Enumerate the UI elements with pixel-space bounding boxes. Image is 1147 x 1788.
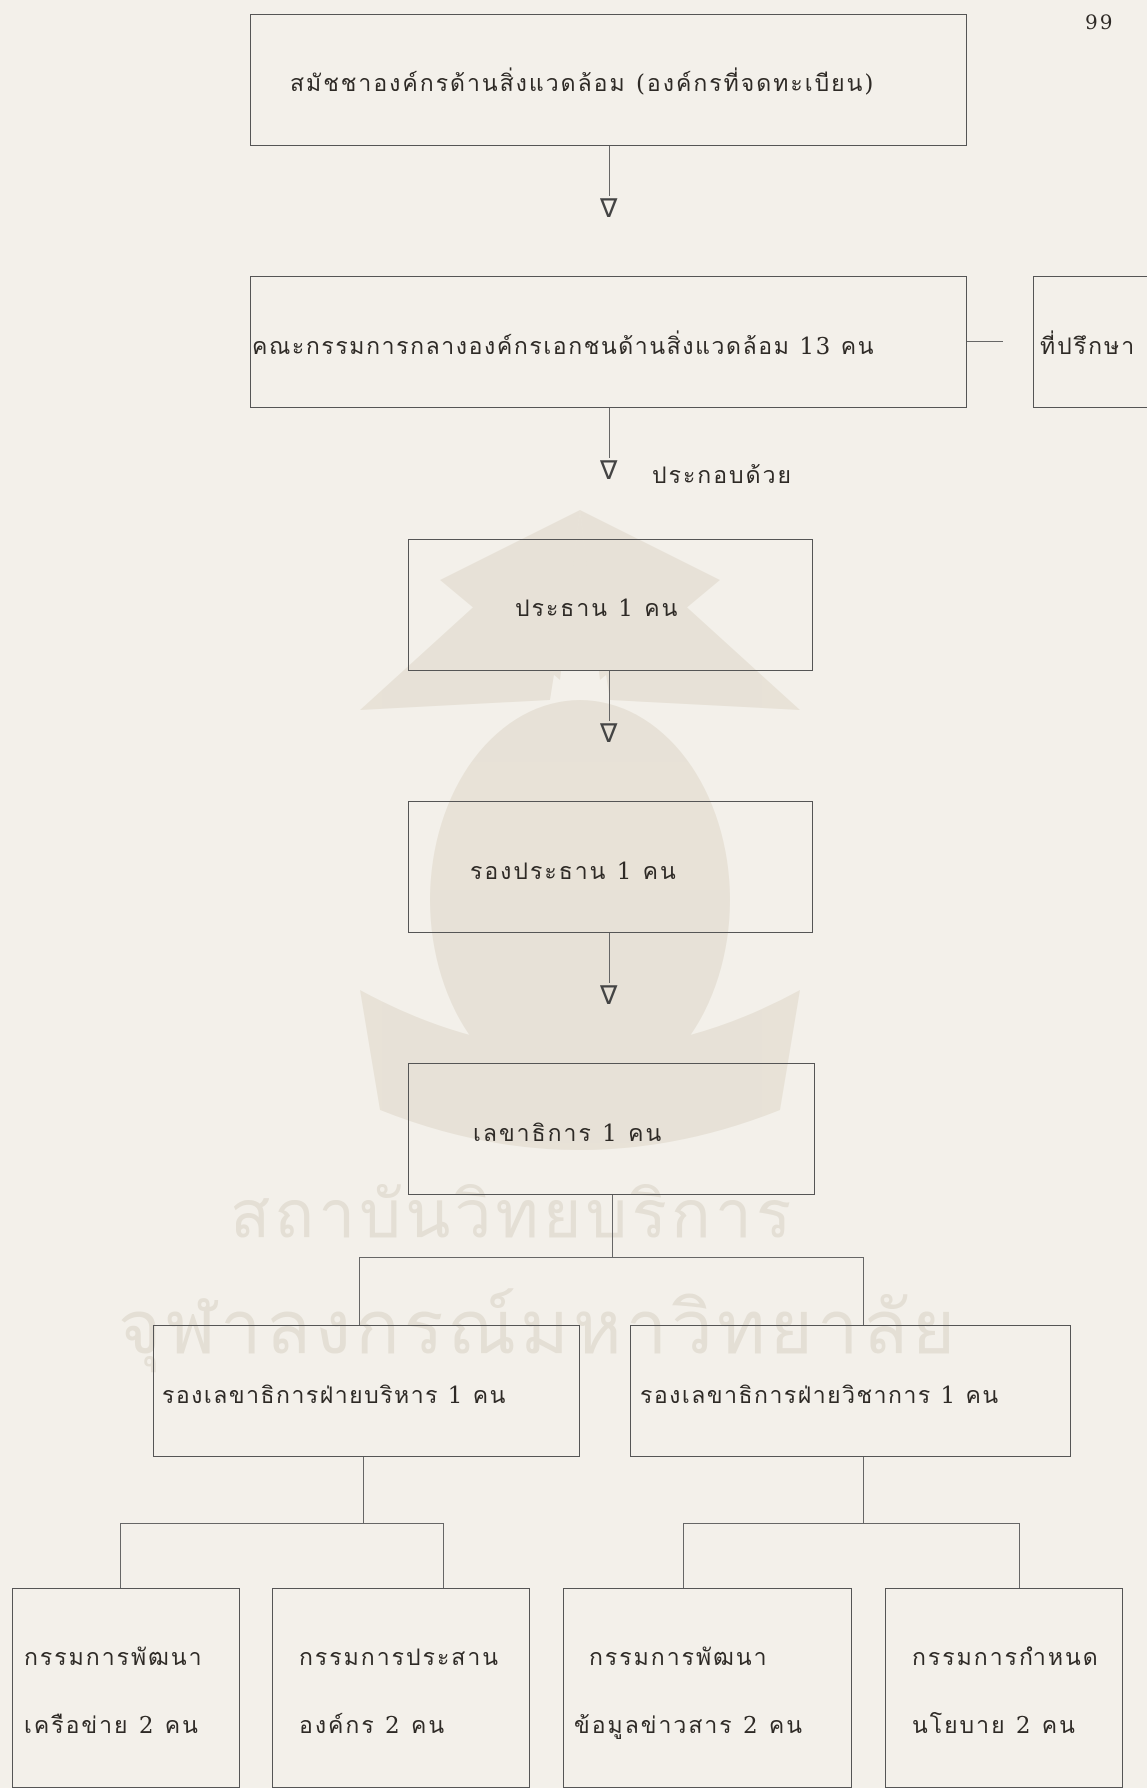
connector <box>683 1523 1019 1525</box>
connector <box>120 1523 122 1588</box>
committee-label-line1: กรรมการประสาน <box>299 1645 500 1671</box>
committee-label-line2: นโยบาย 2 คน <box>912 1713 1077 1739</box>
committee-label-line1: กรรมการกำหนด <box>912 1645 1100 1671</box>
connector <box>609 408 611 458</box>
down-arrow-icon: ∇ <box>600 456 618 486</box>
connector <box>609 146 611 196</box>
connector <box>863 1457 865 1523</box>
committee-box <box>885 1588 1123 1788</box>
university-emblem-watermark <box>360 510 800 1150</box>
deputy-academic-label: รองเลขาธิการฝ่ายวิชาการ 1 คน <box>640 1383 1000 1409</box>
central-committee-box <box>250 276 967 408</box>
vice-chairman-box <box>408 801 813 933</box>
chairman-box <box>408 539 813 671</box>
watermark-text-2: จุฬาลงกรณ์มหาวิทยาลัย <box>118 1285 960 1371</box>
chairman-label: ประธาน 1 คน <box>515 596 680 622</box>
assembly-box <box>250 14 967 146</box>
connector <box>863 1257 865 1325</box>
committee-label-line1: กรรมการพัฒนา <box>589 1645 769 1671</box>
page-number: 99 <box>1085 10 1115 34</box>
down-arrow-icon: ∇ <box>600 981 618 1011</box>
down-arrow-icon: ∇ <box>600 194 618 224</box>
deputy-admin-box <box>153 1325 580 1457</box>
advisor-connector <box>967 341 1003 343</box>
advisor-box <box>1033 276 1147 408</box>
down-arrow-icon: ∇ <box>600 719 618 749</box>
watermark-text-1: สถาบันวิทยบริการ <box>230 1176 796 1253</box>
assembly-label: สมัชชาองค์กรด้านสิ่งแวดล้อม (องค์กรที่จด… <box>290 71 876 97</box>
committee-label-line2: ข้อมูลข่าวสาร 2 คน <box>574 1713 805 1739</box>
committee-box <box>563 1588 852 1788</box>
committee-label-line1: กรรมการพัฒนา <box>24 1645 204 1671</box>
connector <box>120 1523 443 1525</box>
connector <box>612 1195 614 1257</box>
secretary-general-box <box>408 1063 815 1195</box>
committee-box <box>272 1588 530 1788</box>
committee-label-line2: เครือข่าย 2 คน <box>24 1713 200 1739</box>
deputy-admin-label: รองเลขาธิการฝ่ายบริหาร 1 คน <box>162 1383 507 1409</box>
connector <box>359 1257 864 1259</box>
central-committee-label: คณะกรรมการกลางองค์กรเอกชนด้านสิ่งแวดล้อม… <box>252 334 876 360</box>
deputy-academic-box <box>630 1325 1071 1457</box>
vice-chairman-label: รองประธาน 1 คน <box>470 859 678 885</box>
consists-of-label: ประกอบด้วย <box>652 463 793 489</box>
connector <box>609 933 611 983</box>
connector <box>443 1523 445 1588</box>
committee-box <box>12 1588 240 1788</box>
connector <box>359 1257 361 1325</box>
advisor-label: ที่ปรึกษา <box>1040 334 1137 360</box>
connector <box>363 1457 365 1523</box>
connector <box>683 1523 685 1588</box>
secretary-general-label: เลขาธิการ 1 คน <box>473 1121 664 1147</box>
connector <box>1019 1523 1021 1588</box>
connector <box>609 671 611 721</box>
committee-label-line2: องค์กร 2 คน <box>299 1713 447 1739</box>
